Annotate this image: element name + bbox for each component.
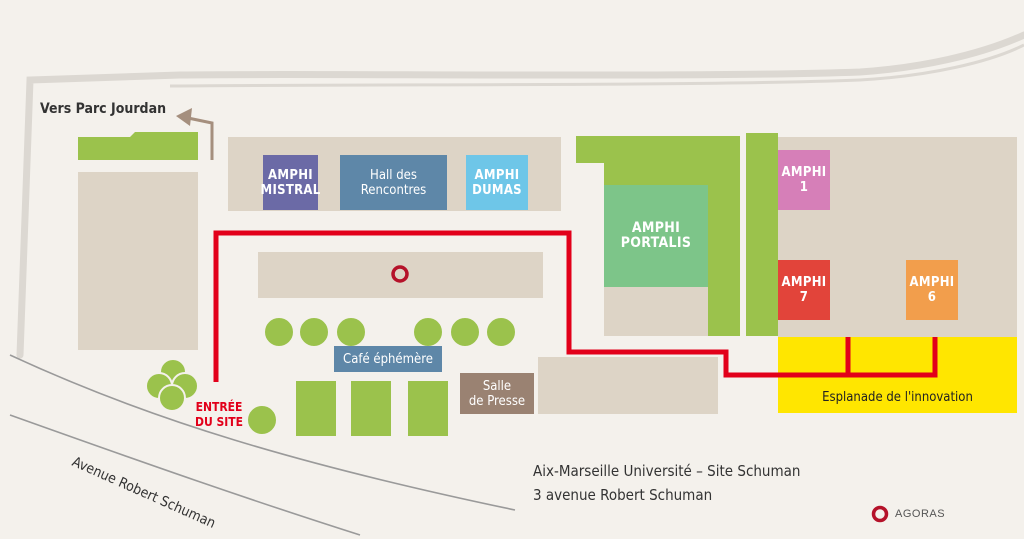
tree [263, 316, 295, 348]
agoras-marker-map[interactable] [391, 265, 409, 283]
tree [449, 316, 481, 348]
tree [246, 404, 278, 436]
parc-arrow-line [187, 116, 214, 160]
tree [158, 384, 186, 412]
block-presse-right [538, 357, 718, 414]
address-line-1: Aix-Marseille Université – Site Schuman [533, 462, 801, 480]
tree [335, 316, 367, 348]
green-top-left [78, 132, 198, 160]
outer-path [16, 31, 1024, 359]
amphi-7[interactable]: AMPHI 7 [778, 260, 830, 320]
block-left [78, 172, 198, 350]
amphi-dumas[interactable]: AMPHI DUMAS [466, 155, 528, 210]
tree [412, 316, 444, 348]
green-bed-3 [408, 381, 448, 436]
top-path [169, 43, 1024, 88]
parc-arrow-head [176, 108, 192, 126]
salle-de-presse[interactable]: Salle de Presse [460, 373, 534, 414]
vers-parc-jourdan-label: Vers Parc Jourdan [40, 101, 167, 117]
green-portalis-frame [576, 136, 740, 336]
entree-du-site-label: ENTRÉE DU SITE [194, 400, 244, 429]
avenue-lower-edge [9, 414, 361, 536]
amphi-6[interactable]: AMPHI 6 [906, 260, 958, 320]
address-line-2: 3 avenue Robert Schuman [533, 486, 713, 504]
tree [485, 316, 517, 348]
access-route [213, 230, 938, 382]
esplanade-label[interactable]: Esplanade de l'innovation [822, 390, 973, 405]
legend-agoras-label: AGORAS [895, 508, 946, 520]
agoras-marker-legend [871, 505, 889, 523]
avenue-upper-edge [9, 354, 516, 511]
amphi-1[interactable]: AMPHI 1 [778, 150, 830, 210]
green-strip [746, 133, 778, 336]
green-bed-2 [351, 381, 391, 436]
amphi-portalis[interactable]: AMPHI PORTALIS [604, 185, 708, 287]
amphi-mistral[interactable]: AMPHI MISTRAL [261, 155, 320, 210]
green-bed-1 [296, 381, 336, 436]
tree [298, 316, 330, 348]
cafe-ephemere[interactable]: Café éphémère [334, 346, 442, 372]
block-middle [258, 252, 543, 298]
hall-des-rencontres[interactable]: Hall des Rencontres [340, 155, 447, 210]
